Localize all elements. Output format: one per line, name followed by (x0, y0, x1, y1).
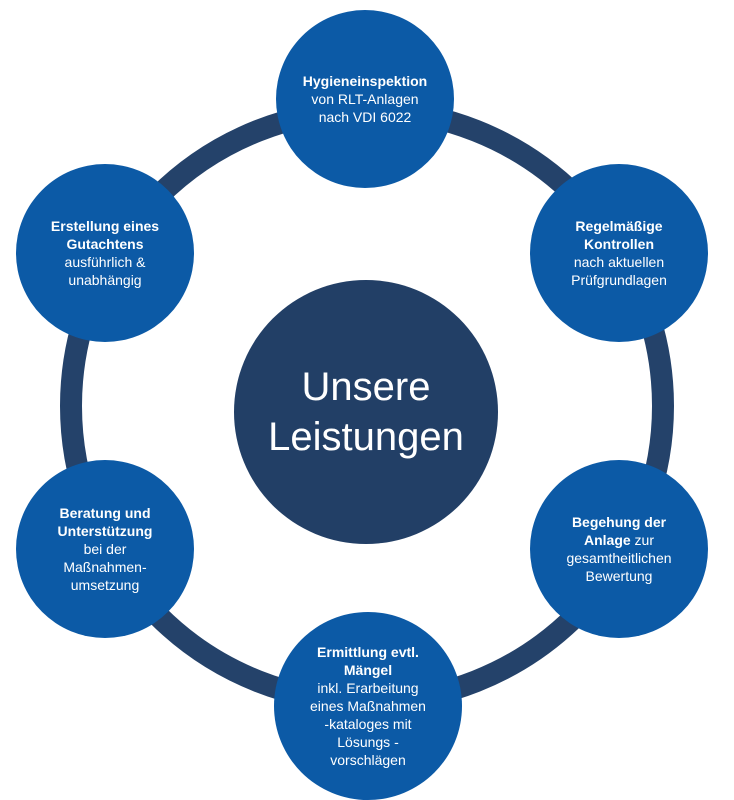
node-title: Ermittlung evtl. (317, 644, 419, 660)
node-text: Maßnahmen- (63, 559, 147, 575)
node-title: Mängel (343, 662, 393, 678)
node-title-mixed: Anlage zur (584, 531, 654, 549)
node-text: bei der (83, 541, 127, 557)
node-text: Bewertung (585, 568, 653, 584)
node-begehung-der-anlage: Begehung der Anlage zur gesamtheitlichen… (530, 460, 708, 638)
center-circle: Unsere Leistungen (234, 280, 498, 544)
node-text: umsetzung (70, 577, 140, 593)
node-text: inkl. Erarbeitung (317, 680, 419, 696)
node-title: Gutachtens (66, 236, 144, 252)
node-title: Beratung und (59, 505, 151, 521)
node-title: Unterstützung (57, 523, 153, 539)
node-title: Erstellung eines (50, 218, 160, 234)
node-title: Anlage (583, 532, 631, 548)
node-erstellung-gutachten: Erstellung eines Gutachtens ausführlich … (16, 164, 194, 342)
node-title: Hygieneinspektion (302, 73, 428, 89)
node-text: nach VDI 6022 (318, 109, 412, 125)
node-text: zur (630, 532, 655, 548)
node-text: gesamtheitlichen (566, 550, 672, 566)
node-text: Prüfgrundlagen (571, 272, 667, 288)
node-text: -kataloges mit (324, 716, 412, 732)
node-text: unabhängig (68, 272, 142, 288)
node-text: nach aktuellen (573, 254, 665, 270)
node-title: Regelmäßige (575, 218, 663, 234)
node-text: Lösungs - (337, 734, 399, 750)
node-text: vorschlägen (330, 752, 406, 768)
node-title: Kontrollen (584, 236, 654, 252)
node-title: Begehung der (571, 514, 667, 530)
node-hygieneinspektion: Hygieneinspektion von RLT-Anlagen nach V… (276, 10, 454, 188)
node-beratung-unterstuetzung: Beratung und Unterstützung bei der Maßna… (16, 460, 194, 638)
center-title-line-1: Unsere (301, 365, 431, 409)
node-text: eines Maßnahmen (310, 698, 426, 714)
node-regelmaessige-kontrollen: Regelmäßige Kontrollen nach aktuellen Pr… (530, 164, 708, 342)
node-ermittlung-maengel: Ermittlung evtl. Mängel inkl. Erarbeitun… (274, 612, 462, 800)
node-text: ausführlich & (64, 254, 146, 270)
node-text: von RLT-Anlagen (311, 91, 419, 107)
center-title-line-2: Leistungen (268, 415, 464, 459)
